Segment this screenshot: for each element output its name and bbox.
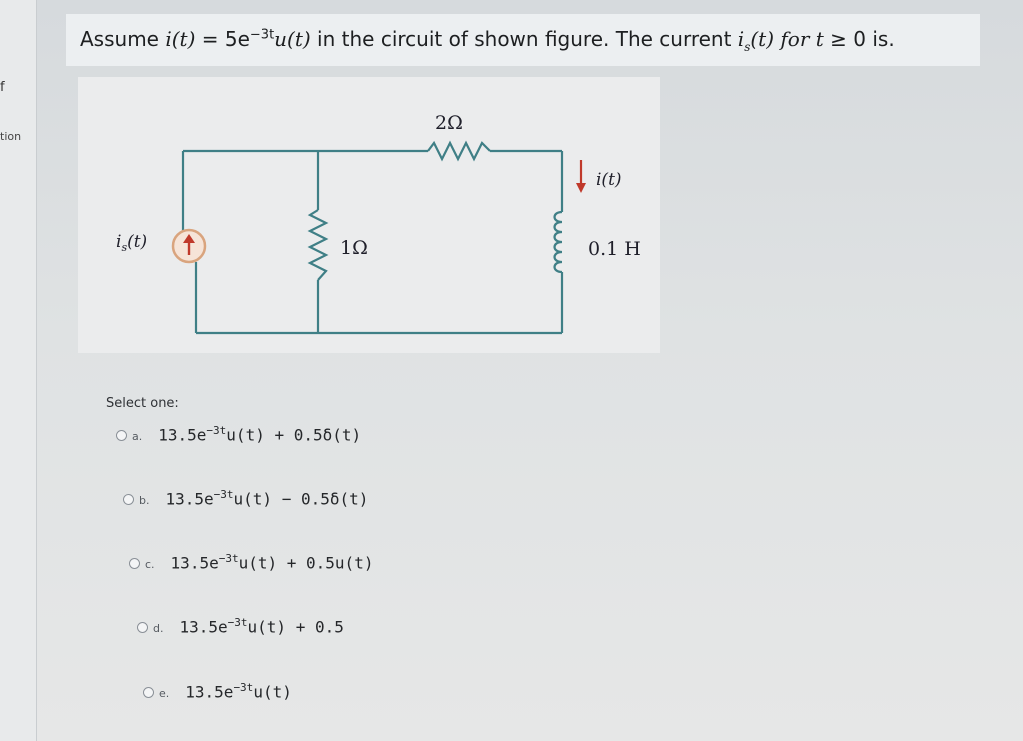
option-b[interactable]: b. 13.5e−3tu(t) − 0.5δ(t) [123, 488, 368, 508]
question-box: Assume i(t) = 5e−3tu(t) in the circuit o… [66, 14, 980, 66]
resistor-1ohm-label: 1Ω [340, 237, 368, 259]
radio-e[interactable] [143, 687, 154, 699]
current-direction-arrow [576, 160, 586, 193]
option-c-text: 13.5e−3tu(t) + 0.5u(t) [170, 552, 374, 573]
option-a-text: 13.5e−3tu(t) + 0.5δ(t) [158, 424, 362, 445]
source-label: is(t) [116, 232, 147, 254]
radio-c[interactable] [129, 558, 140, 570]
inductor-label: 0.1 H [588, 238, 641, 260]
option-d[interactable]: d. 13.5e−3tu(t) + 0.5 [137, 616, 344, 636]
sidebar-mark: f [0, 80, 5, 95]
radio-a[interactable] [116, 430, 127, 442]
option-e[interactable]: e. 13.5e−3tu(t) [143, 681, 292, 701]
sidebar-label: tion [0, 130, 22, 143]
question-text: Assume i(t) = 5e−3tu(t) in the circuit o… [80, 27, 895, 54]
option-a[interactable]: a. 13.5e−3tu(t) + 0.5δ(t) [116, 424, 361, 444]
radio-b[interactable] [123, 494, 134, 506]
option-d-text: 13.5e−3tu(t) + 0.5 [179, 616, 344, 637]
option-b-text: 13.5e−3tu(t) − 0.5δ(t) [165, 488, 369, 509]
left-sidebar-strip: f tion [0, 0, 37, 741]
current-it-label: i(t) [596, 170, 622, 190]
radio-d[interactable] [137, 622, 148, 634]
resistor-2ohm-label: 2Ω [435, 112, 463, 134]
select-one-label: Select one: [106, 396, 179, 411]
circuit-figure: 2Ω 1Ω 0.1 H i(t) is(t) [78, 77, 660, 353]
option-e-text: 13.5e−3tu(t) [185, 681, 292, 702]
option-c[interactable]: c. 13.5e−3tu(t) + 0.5u(t) [129, 552, 373, 572]
current-source-symbol [171, 228, 207, 264]
